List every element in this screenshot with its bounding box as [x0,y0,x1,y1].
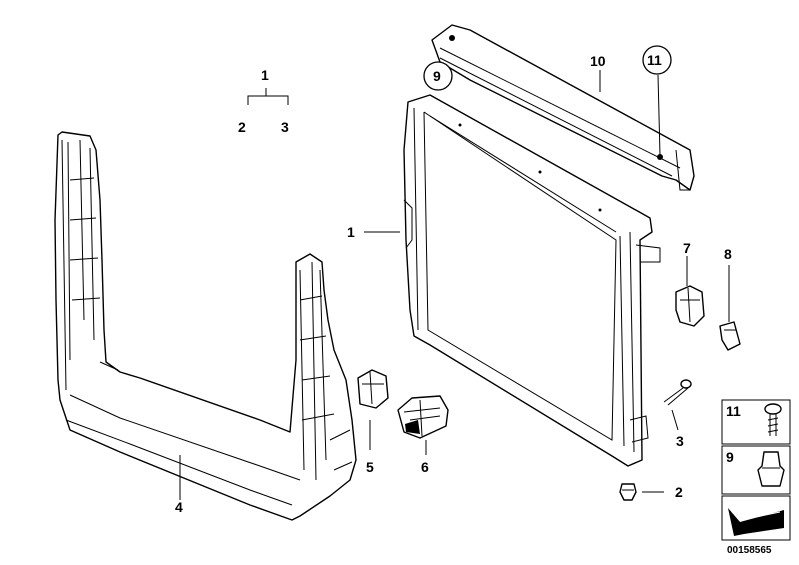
callout-crossmember-10: 10 [590,53,606,69]
radiator-frame-part-4 [54,131,357,521]
screw-part-3 [663,379,692,406]
arrow-icon [728,508,784,536]
clip-icon [757,451,785,487]
crossmember-part-10 [431,24,695,191]
callout-clip-5: 5 [366,459,374,475]
svg-text:11: 11 [647,52,662,68]
screw-part-2 [619,483,637,501]
callout-screw-2: 2 [675,484,683,500]
callout-bracket-7: 7 [683,240,691,256]
leader-lines [179,70,730,500]
callout-frame-4: 4 [175,499,183,515]
bracket-part-7 [675,285,705,327]
callout-clip-8: 8 [724,246,732,262]
callout-group-1: 1 [261,67,269,83]
svg-text:9: 9 [433,68,441,84]
callout-screw-3: 3 [676,433,684,449]
legend-box-9: 9 [721,445,791,495]
callout-group-3: 3 [281,119,289,135]
circled-callout-9: 9 [423,61,453,91]
legend-box-11: 11 [721,399,791,445]
callout-group-2: 2 [238,119,246,135]
callout-mount-6: 6 [421,459,429,475]
legend-box-arrow [721,495,791,541]
clip-part-8 [719,321,741,351]
callout-radiator-1: 1 [347,224,355,240]
svg-text:9: 9 [726,449,734,465]
clip-part-5 [357,369,389,409]
mount-part-6 [397,395,449,439]
radiator-part-1 [403,94,661,467]
screw-icon [764,403,782,415]
circled-callout-11: 11 [642,45,672,75]
svg-text:11: 11 [726,403,741,419]
document-number: 00158565 [727,545,772,556]
